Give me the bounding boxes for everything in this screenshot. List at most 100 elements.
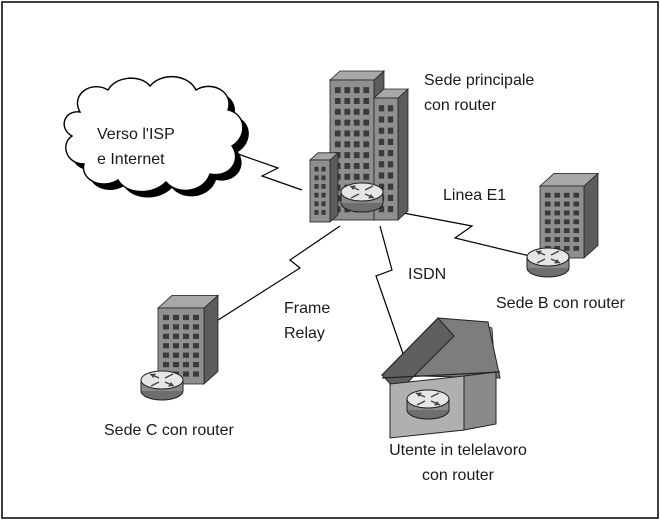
window-hq-right — [387, 105, 394, 112]
window-hq-main — [344, 130, 351, 137]
window-site-c — [183, 343, 189, 349]
window-site-b — [563, 237, 570, 242]
window-hq-main — [353, 152, 360, 159]
window-site-b — [544, 192, 551, 198]
cloud-label: Verso l'ISP e Internet — [97, 122, 175, 172]
window-site-b — [554, 245, 561, 251]
window-hq-main — [353, 98, 360, 104]
window-hq-main — [334, 108, 341, 115]
window-site-b — [573, 245, 580, 251]
window-hq-main — [344, 108, 351, 115]
window-site-b — [563, 210, 570, 216]
link-isdn — [375, 225, 409, 369]
site-b-building-icon — [538, 172, 600, 259]
site-c-building-icon — [156, 294, 220, 385]
cloud-label-line2: e Internet — [97, 151, 165, 168]
window-site-b — [573, 201, 580, 207]
window-site-b — [544, 219, 551, 225]
window-site-c — [183, 314, 189, 321]
window-site-c — [193, 343, 199, 349]
window-site-b — [554, 201, 561, 207]
window-site-c — [173, 343, 179, 349]
cloud-label-line1: Verso l'ISP — [97, 126, 175, 143]
window-hq-main — [353, 108, 360, 115]
telework-label: Utente in telelavoro con router — [368, 438, 548, 488]
window-site-b — [563, 228, 570, 234]
window-site-c — [163, 314, 169, 321]
window-site-c — [193, 324, 199, 330]
link-frame-relay-line1: Frame — [284, 300, 331, 317]
link-frame-relay — [214, 225, 341, 323]
window-hq-main — [353, 119, 360, 126]
link-isdn-label: ISDN — [408, 266, 447, 283]
window-site-c — [173, 352, 179, 358]
window-hq-left — [314, 192, 319, 198]
window-hq-left — [321, 210, 326, 215]
house-icon — [380, 317, 501, 439]
window-hq-main — [344, 163, 351, 169]
window-site-c — [163, 362, 169, 368]
window-site-c — [183, 371, 189, 377]
window-hq-right — [387, 150, 394, 157]
building-top-hq-main — [328, 70, 386, 81]
window-site-c — [193, 314, 199, 321]
window-hq-left — [321, 192, 326, 198]
building-side-site-c — [203, 294, 219, 385]
window-hq-left — [314, 184, 319, 189]
headquarters-label-line2: con router — [424, 97, 497, 114]
window-hq-right — [378, 127, 385, 134]
window-hq-left — [314, 175, 319, 181]
window-hq-main — [363, 163, 370, 169]
window-site-c — [183, 333, 189, 339]
window-site-b — [563, 219, 570, 225]
internet-cloud-icon — [63, 76, 249, 198]
window-site-b — [554, 192, 561, 198]
window-hq-right — [378, 206, 385, 213]
window-hq-main — [353, 141, 360, 148]
building-front-hq-left — [309, 159, 331, 223]
window-site-b — [554, 228, 561, 234]
window-site-c — [193, 352, 199, 358]
window-hq-left — [321, 175, 326, 181]
window-site-b — [544, 201, 551, 207]
window-site-b — [544, 210, 551, 216]
window-hq-main — [344, 98, 351, 104]
window-hq-right — [387, 116, 394, 123]
window-hq-main — [363, 98, 370, 104]
window-hq-left — [321, 201, 326, 207]
window-site-c — [173, 314, 179, 321]
site-c-router-icon — [140, 370, 184, 401]
window-hq-right — [378, 172, 385, 179]
window-hq-main — [344, 141, 351, 148]
window-hq-right — [378, 150, 385, 157]
telework-label-line1: Utente in telelavoro — [389, 442, 527, 459]
window-hq-right — [387, 172, 394, 179]
window-hq-left — [314, 166, 319, 172]
headquarters-label-line1: Sede principale — [424, 72, 535, 89]
window-hq-main — [363, 173, 370, 180]
window-site-b — [554, 210, 561, 216]
link-e1 — [397, 211, 531, 257]
telework-label-line2: con router — [421, 467, 495, 484]
window-site-c — [183, 352, 189, 358]
window-site-b — [554, 219, 561, 225]
window-site-b — [563, 245, 570, 251]
window-site-b — [573, 192, 580, 198]
building-side-hq-right — [397, 88, 409, 221]
window-site-b — [563, 192, 570, 198]
window-hq-main — [334, 98, 341, 104]
window-hq-right — [378, 138, 385, 145]
link-e1-label: Linea E1 — [443, 187, 507, 204]
window-hq-main — [363, 152, 370, 159]
window-hq-main — [344, 119, 351, 126]
site-b-label: Sede B con router — [496, 295, 625, 312]
window-hq-main — [353, 163, 360, 169]
window-site-b — [573, 210, 580, 216]
link-frame-relay-line2: Relay — [284, 325, 325, 342]
window-site-c — [173, 324, 179, 330]
window-hq-main — [353, 173, 360, 180]
window-hq-main — [334, 87, 341, 94]
